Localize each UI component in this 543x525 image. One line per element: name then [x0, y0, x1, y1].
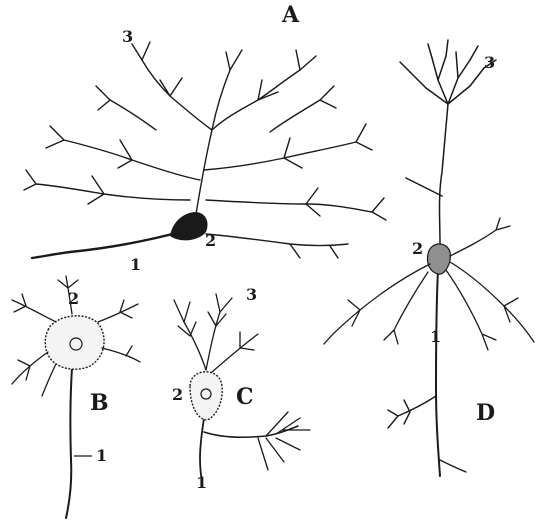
neuron-b [12, 276, 140, 518]
neuron-c-label-2: 2 [172, 385, 183, 404]
neuron-d-axon [436, 270, 440, 476]
panel-letter-a: A [281, 2, 300, 28]
neuron-c-soma [190, 372, 222, 420]
neuron-c-axon-collateral [204, 426, 298, 437]
neuron-d-label-1: 1 [430, 327, 441, 346]
neuron-d-soma [427, 244, 450, 274]
neuron-a [24, 42, 386, 258]
neuron-a-label-1: 1 [130, 255, 141, 274]
neuron-c-label-1: 1 [196, 473, 207, 492]
panel-letter-d: D [476, 400, 495, 426]
neuron-b-axon [66, 368, 72, 518]
neuron-d-label-3: 3 [484, 53, 495, 72]
neuron-b-soma [45, 316, 104, 369]
neuron-b-label-2: 2 [68, 289, 79, 308]
neuron-d-axon-collateral [388, 396, 436, 428]
neuron-a-label-3: 3 [122, 27, 133, 46]
neuron-d-apical-dendrite [400, 40, 496, 244]
neuron-b-label-1: 1 [96, 446, 107, 465]
neuron-d-axon-terminal [440, 460, 466, 472]
neuron-d-basal-dendrites [324, 218, 534, 350]
neuron-c-label-3: 3 [246, 285, 257, 304]
panel-letter-b: B [90, 390, 109, 416]
neuron-a-soma [170, 212, 208, 240]
neuron-d [324, 40, 534, 476]
neuron-a-axon [32, 232, 180, 258]
panel-letter-c: C [236, 384, 254, 410]
neuron-d-label-2: 2 [412, 239, 423, 258]
neuron-a-label-2: 2 [205, 231, 216, 250]
